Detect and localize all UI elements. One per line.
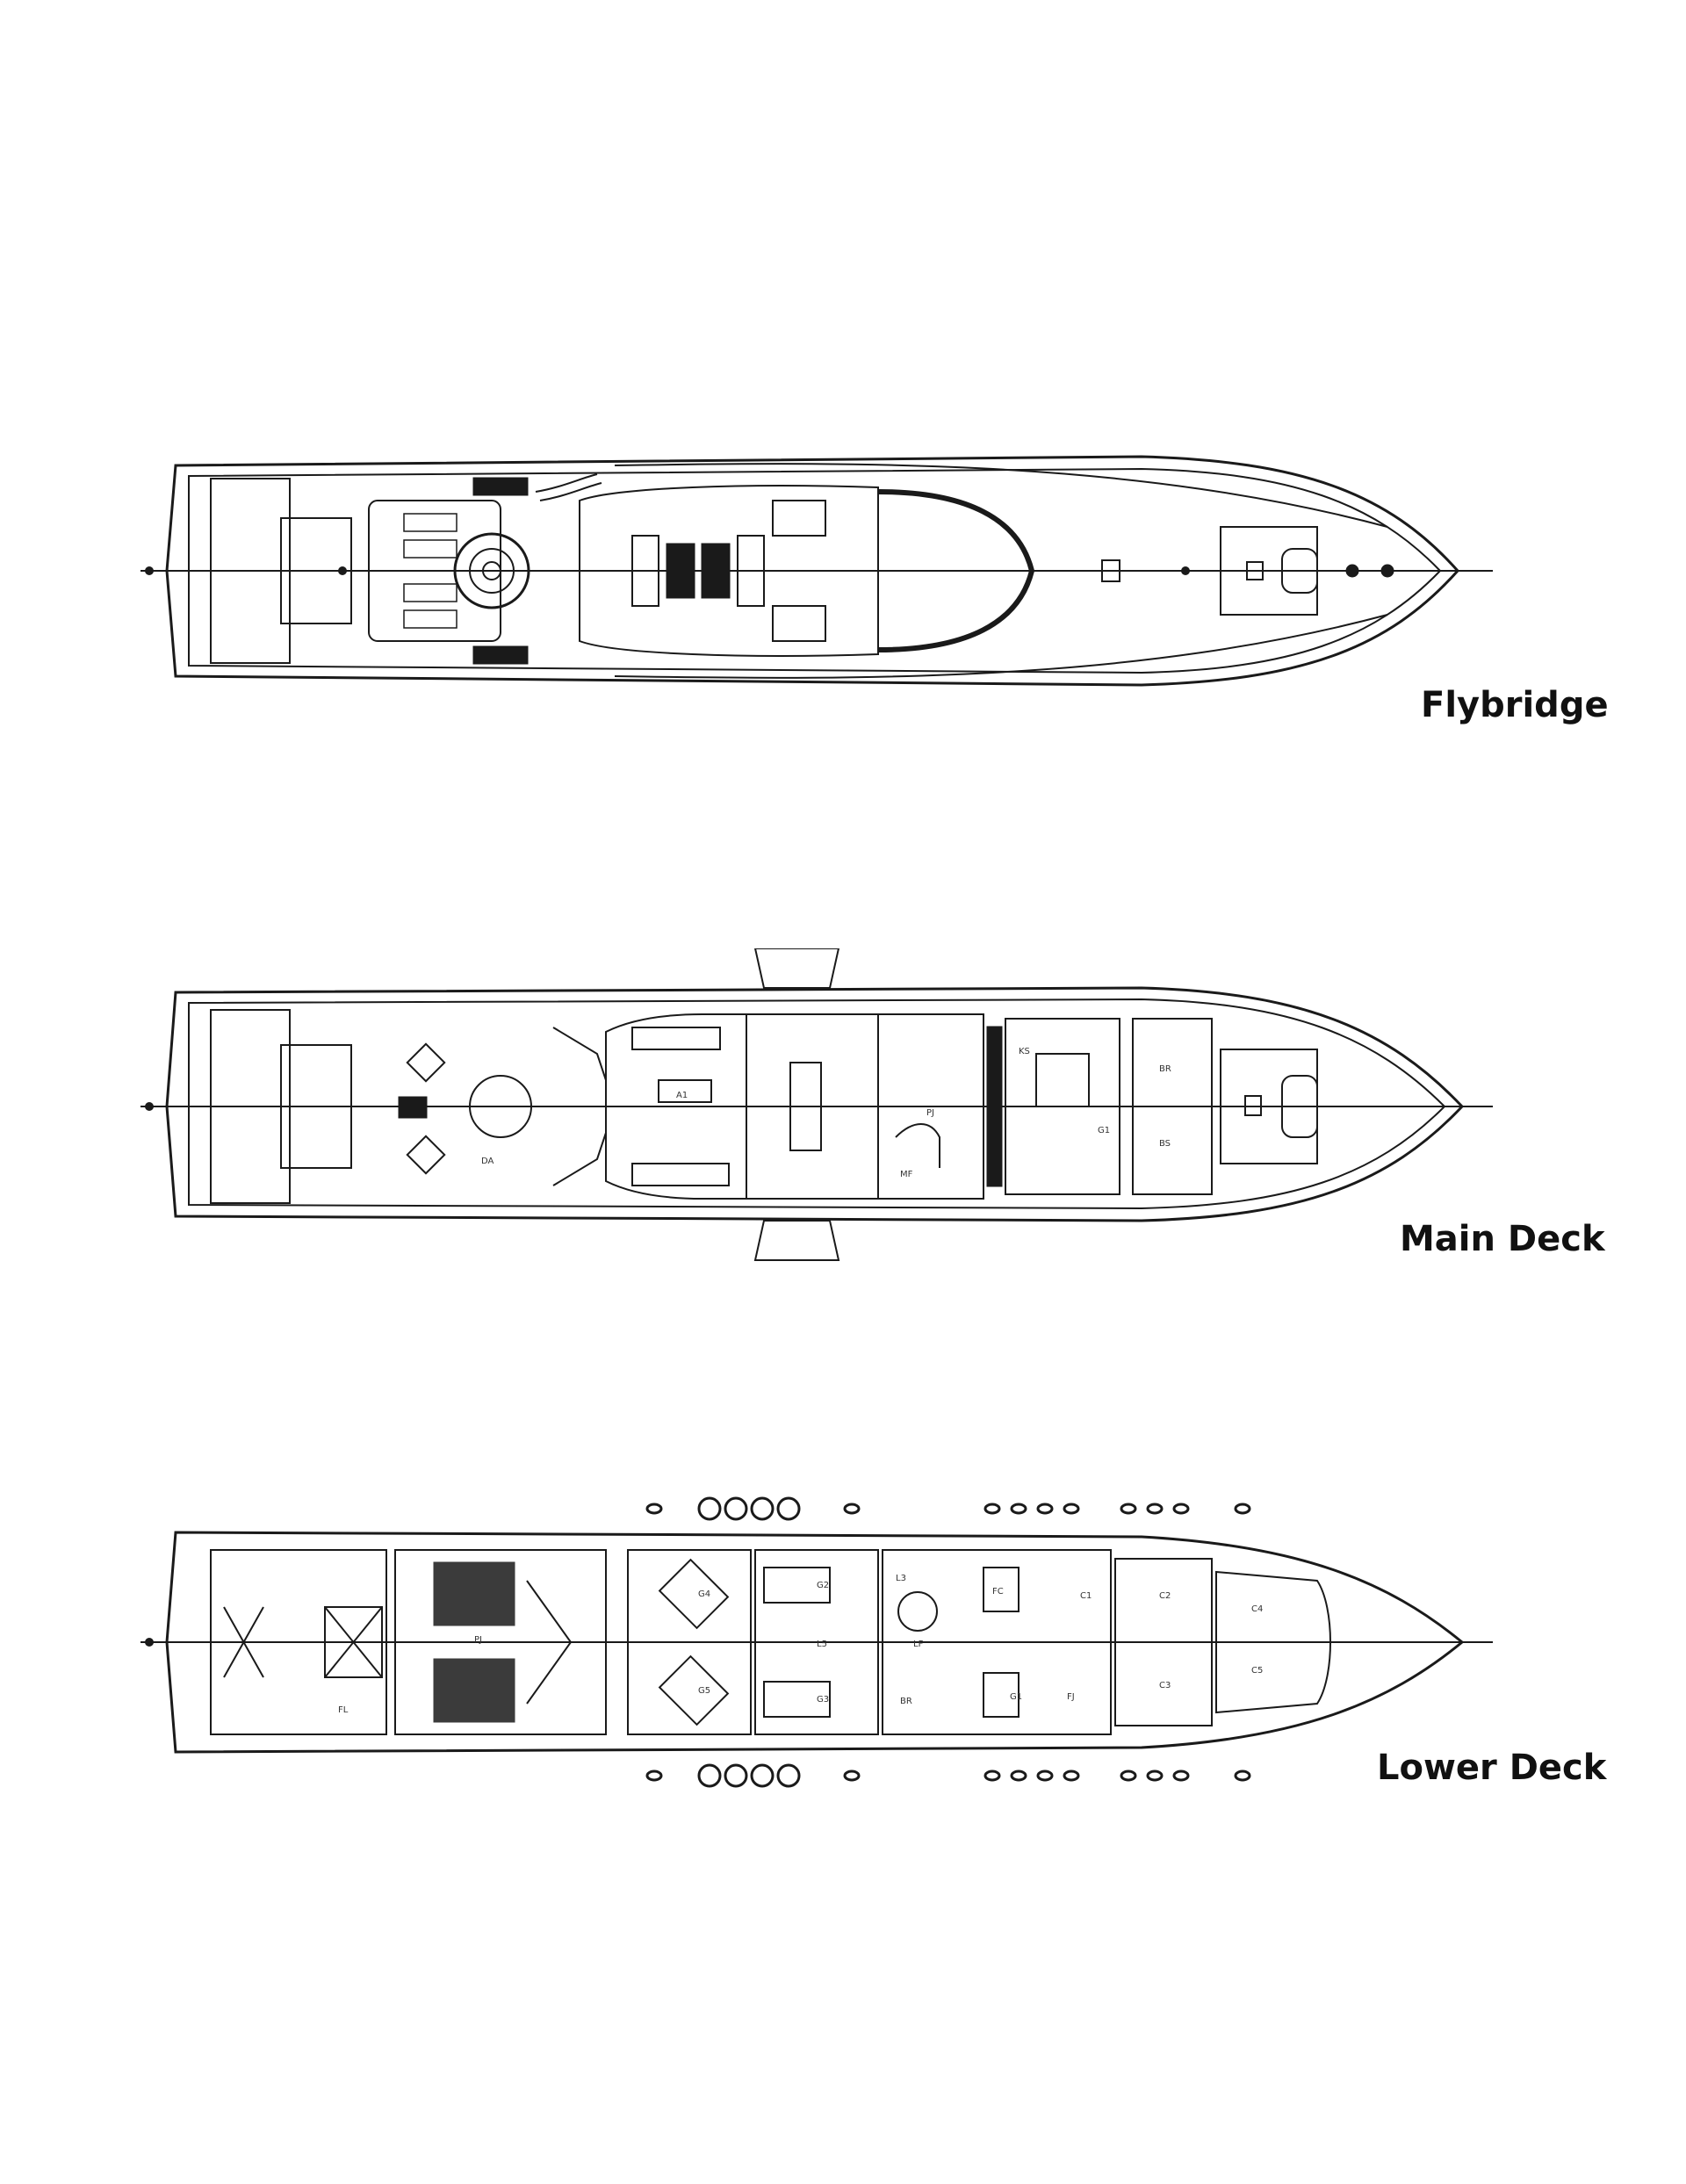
hull-outline <box>165 986 1465 1222</box>
room-label-c3: C3 <box>1159 1681 1171 1690</box>
main-deck-drawing: A1 DA PJ MF KS G1 BR BS <box>140 948 1493 1261</box>
room-label-g1: G1 <box>1010 1692 1022 1702</box>
deck-label-lower: Lower Deck <box>1377 1748 1607 1788</box>
room-label-g1: G1 <box>1098 1126 1110 1135</box>
portholes <box>645 1496 1251 1788</box>
flybridge-drawing <box>140 455 1493 687</box>
round-table <box>453 532 530 609</box>
aft-dining-table <box>469 1075 532 1138</box>
side-platform-top <box>753 948 840 989</box>
galley <box>1005 1018 1120 1195</box>
room-label-bs: BS <box>1159 1139 1171 1149</box>
room-label-l3: L3 <box>896 1574 906 1583</box>
pantry <box>877 1013 984 1200</box>
deck-label-flybridge: Flybridge <box>1421 685 1609 725</box>
dining-table <box>789 1062 822 1151</box>
room-label-br: BR <box>900 1697 912 1706</box>
hardtop-arc <box>877 489 1035 652</box>
crew-quarters <box>882 1549 1112 1735</box>
room-label-g5: G5 <box>698 1686 710 1696</box>
main-deck-plan: A1 DA PJ MF KS G1 BR BS Main Deck <box>0 948 1686 1265</box>
hull-inner-line <box>188 998 1446 1210</box>
guest-cabins-aft <box>627 1549 752 1735</box>
side-platform-bottom <box>753 1220 840 1261</box>
room-label-fc: FC <box>992 1587 1004 1597</box>
flybridge-plan: Flybridge <box>0 439 1686 725</box>
aft-platform <box>210 478 291 664</box>
bow-cabin <box>1215 1570 1331 1714</box>
tender-garage <box>210 1549 387 1735</box>
room-label-da: DA <box>481 1157 494 1166</box>
room-label-l5: L5 <box>817 1640 827 1649</box>
room-label-fj: FJ <box>1067 1692 1075 1702</box>
room-label-mf: MF <box>900 1170 913 1179</box>
room-label-c5: C5 <box>1251 1666 1263 1676</box>
room-label-c1: C1 <box>1080 1591 1092 1601</box>
jacuzzi <box>280 517 352 624</box>
room-label-c2: C2 <box>1159 1591 1171 1601</box>
foredeck-pad <box>1220 1049 1318 1164</box>
room-label-pj: PJ <box>926 1108 934 1118</box>
room-label-pj: PJ <box>474 1635 482 1645</box>
room-label-br: BR <box>1159 1064 1171 1074</box>
room-label-g2: G2 <box>817 1581 829 1590</box>
room-label-g3: G3 <box>817 1695 829 1705</box>
room-label-a1: A1 <box>676 1091 688 1100</box>
guest-cabins-mid <box>754 1549 879 1735</box>
room-label-c4: C4 <box>1251 1604 1263 1614</box>
room-label-lf: LF <box>913 1640 924 1649</box>
room-label-fl: FL <box>338 1705 349 1715</box>
helm-deck <box>579 485 879 657</box>
foredeck-pad <box>1220 526 1318 616</box>
aft-cockpit <box>210 1009 291 1204</box>
deck-label-main: Main Deck <box>1400 1219 1605 1259</box>
room-label-g4: G4 <box>698 1589 710 1599</box>
room-label-ks: KS <box>1019 1047 1030 1056</box>
lower-deck-drawing: PJ FL G4 G2 G3 G5 L5 LF FC C1 C2 C3 C4 C… <box>140 1496 1493 1788</box>
engine-room <box>394 1549 607 1735</box>
lower-deck-plan: PJ FL G4 G2 G3 G5 L5 LF FC C1 C2 C3 C4 C… <box>0 1484 1686 1800</box>
